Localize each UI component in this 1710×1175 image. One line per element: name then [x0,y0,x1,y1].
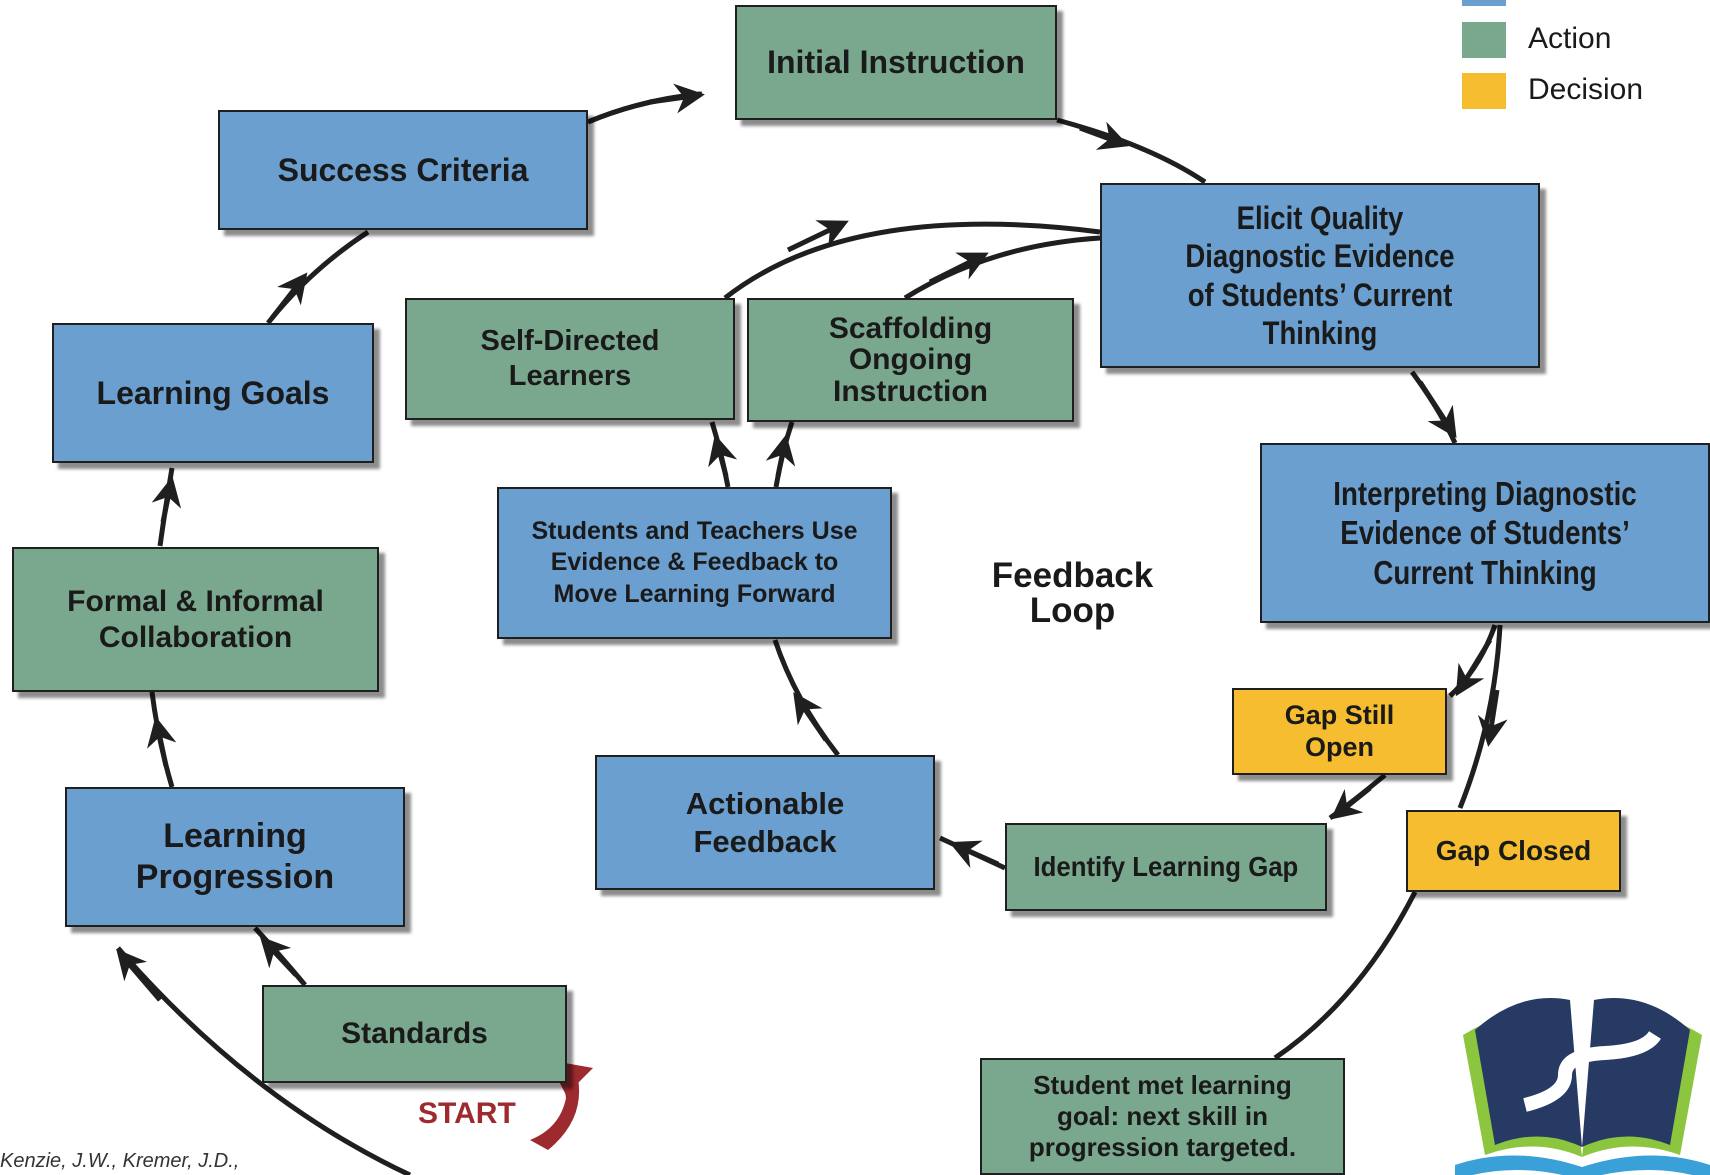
node-label: Standards [341,1017,488,1050]
legend-swatch-action [1462,22,1506,58]
legend-swatch-decision [1462,73,1506,109]
arrow-elicit-to-interpreting [1409,370,1458,445]
arrow-selfdirected-to-elicit [723,221,1101,300]
arrow-initial-to-elicit [1056,117,1207,185]
open-book-river-icon [1455,998,1710,1175]
arrow-scaffolding-to-elicit [903,235,1101,301]
node-label: Scaffolding Ongoing Instruction [828,311,993,408]
legend-swatch-info [1462,0,1506,6]
node-gap-closed: Gap Closed [1406,810,1621,892]
node-formal-informal-collaboration: Formal & Informal Collaboration [12,547,379,692]
arrow-bottom-loop-to-progression [116,946,412,1175]
node-label: Learning Progression [135,817,335,896]
node-label: Elicit Quality Diagnostic Evidence of St… [1185,199,1455,351]
node-label: Gap Still Open [1284,700,1395,762]
node-success-criteria: Success Criteria [218,110,588,230]
node-label: Gap Closed [1435,835,1592,867]
node-initial-instruction: Initial Instruction [735,5,1057,120]
node-student-met-goal: Student met learning goal: next skill in… [980,1058,1345,1175]
node-gap-still-open: Gap Still Open [1232,688,1447,775]
node-self-directed-learners: Self-Directed Learners [405,298,735,420]
feedback-loop-label: Feedback Loop [991,556,1154,630]
node-identify-learning-gap: Identify Learning Gap [1005,823,1327,911]
node-label: Interpreting Diagnostic Evidence of Stud… [1333,474,1637,591]
arrow-actionable-to-students [772,639,840,757]
node-label: Students and Teachers Use Evidence & Fee… [531,517,858,608]
node-students-teachers-feedback: Students and Teachers Use Evidence & Fee… [497,487,892,639]
node-standards: Standards [262,985,567,1083]
node-learning-progression: Learning Progression [65,787,405,927]
arrow-goals-to-success [266,229,370,325]
start-label: START [418,1097,516,1130]
node-interpreting-evidence: Interpreting Diagnostic Evidence of Stud… [1260,443,1710,623]
node-label: Success Criteria [277,151,529,188]
node-label: Identify Learning Gap [1033,851,1299,883]
node-actionable-feedback: Actionable Feedback [595,755,935,890]
node-scaffolding-ongoing-instruction: Scaffolding Ongoing Instruction [747,298,1074,422]
arrow-gapclosed-to-studentmet [1273,890,1418,1061]
legend-label-decision: Decision [1528,73,1644,106]
node-label: Actionable Feedback [685,786,845,859]
node-label: Student met learning goal: next skill in… [1028,1069,1297,1163]
node-label: Formal & Informal Collaboration [67,584,324,654]
arrow-interpreting-to-gapopen [1448,624,1498,698]
node-elicit-evidence: Elicit Quality Diagnostic Evidence of St… [1100,183,1540,368]
node-learning-goals: Learning Goals [52,323,374,463]
node-label: Initial Instruction [767,44,1025,81]
legend-label-action: Action [1528,22,1612,55]
node-label: Learning Goals [96,374,330,411]
citation-text: Kenzie, J.W., Kremer, J.D., [0,1150,240,1172]
node-label: Self-Directed Learners [480,325,660,392]
